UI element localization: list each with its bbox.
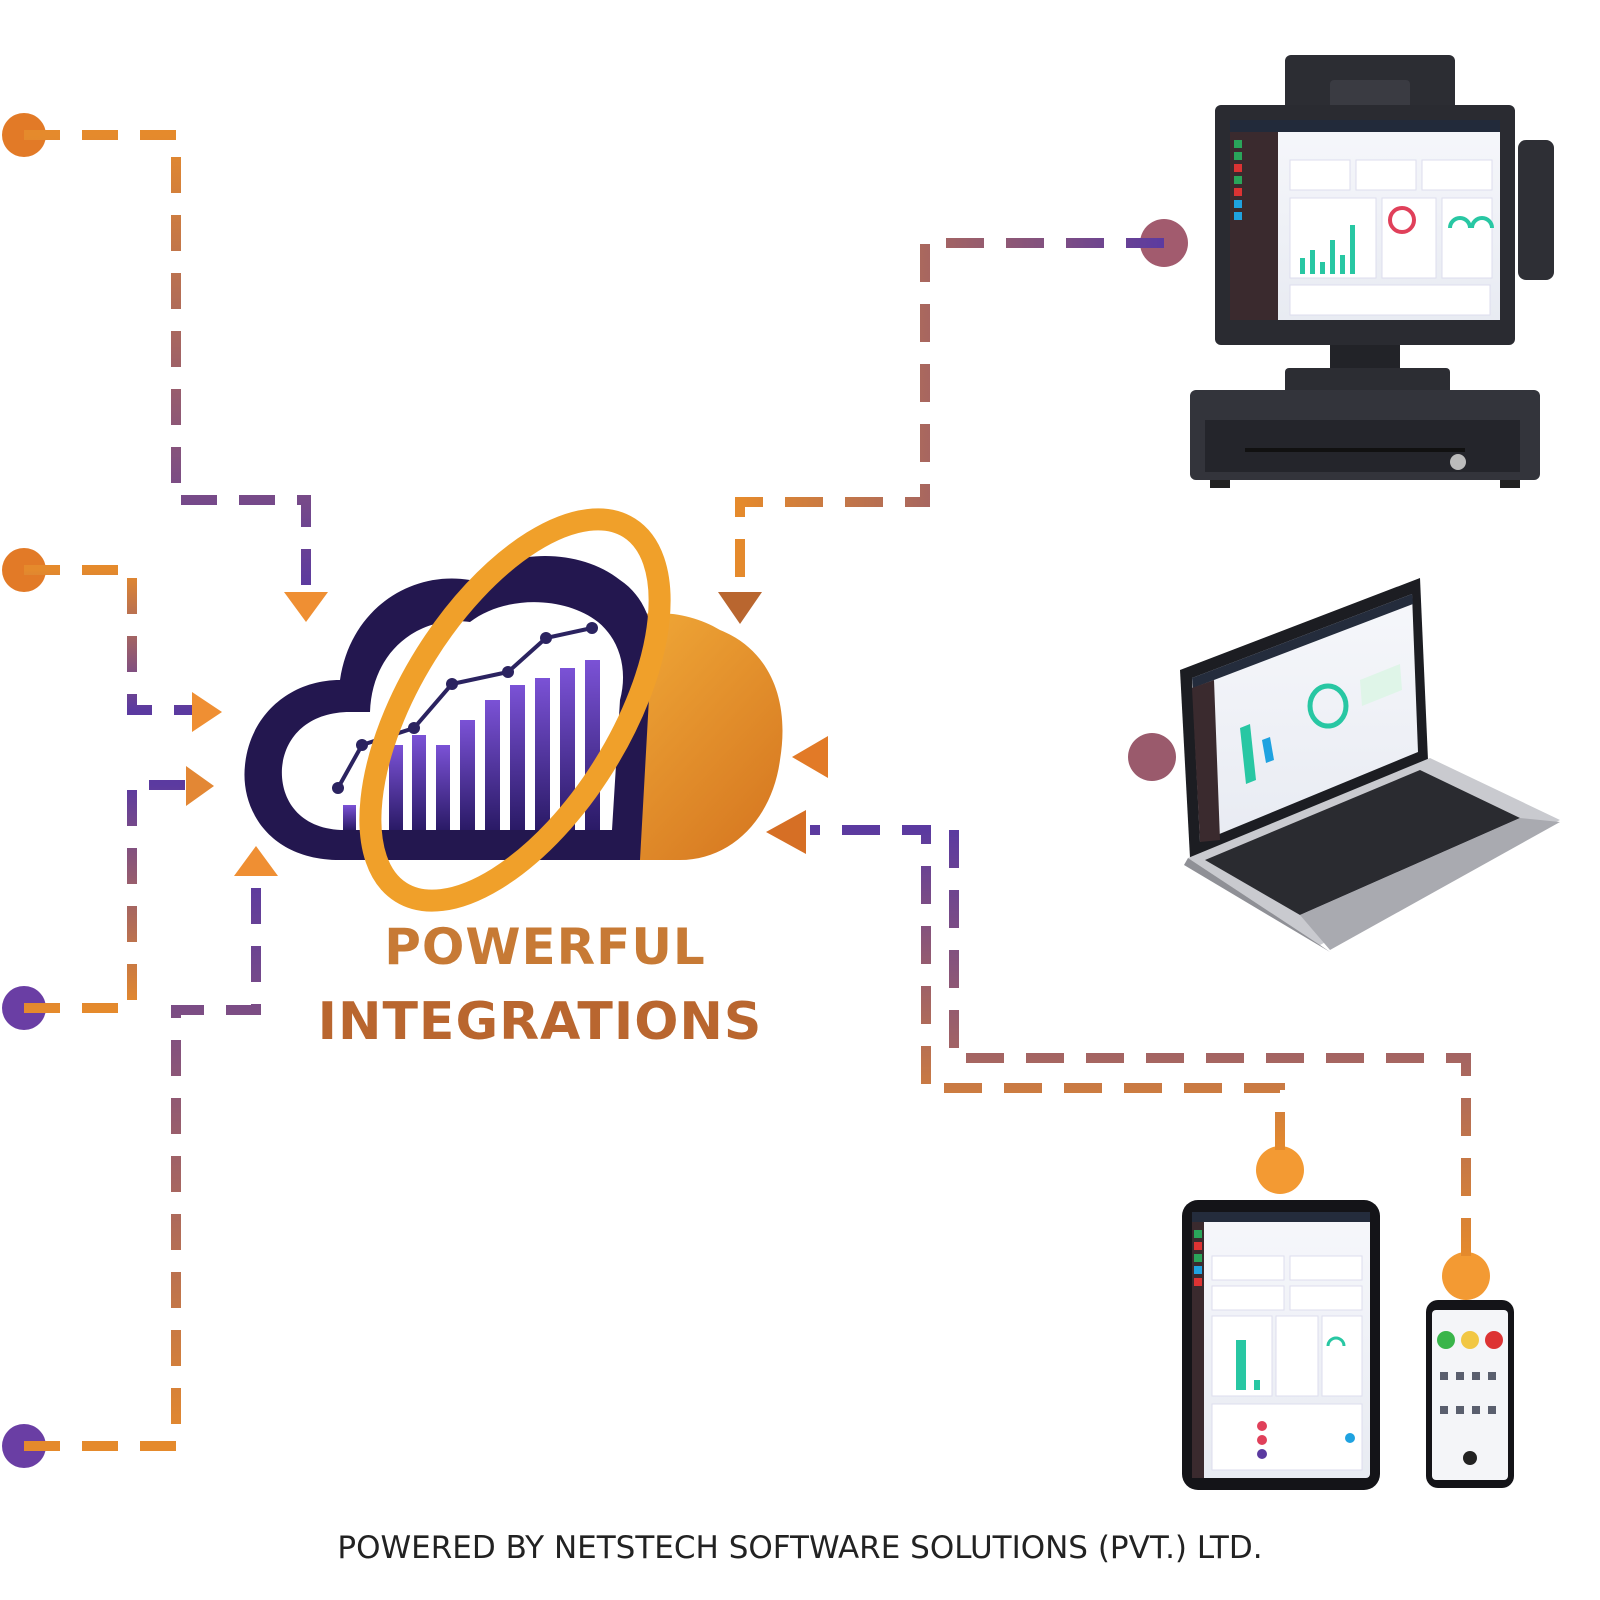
arrow-down-icon bbox=[284, 592, 328, 622]
connector-laptop bbox=[792, 733, 1176, 781]
cloud-analytics-icon bbox=[244, 508, 783, 912]
footer-credit: POWERED BY NETSTECH SOFTWARE SOLUTIONS (… bbox=[337, 1530, 1263, 1566]
connector-left-3 bbox=[2, 766, 214, 1030]
arrow-left-icon bbox=[792, 736, 828, 778]
connector-left-1 bbox=[2, 113, 328, 622]
right-connectors bbox=[718, 219, 1490, 1300]
arrow-down-icon bbox=[718, 592, 762, 624]
headline-line-1: POWERFUL bbox=[384, 918, 706, 976]
tablet-icon bbox=[1182, 1200, 1380, 1490]
connector-left-2 bbox=[2, 548, 222, 732]
connector-phone bbox=[766, 810, 1490, 1300]
node-dot bbox=[1256, 1146, 1304, 1194]
arrow-right-icon bbox=[186, 766, 214, 806]
arrow-left-icon bbox=[766, 810, 806, 854]
headline-line-2: INTEGRATIONS bbox=[317, 992, 763, 1052]
connector-tablet bbox=[810, 825, 1304, 1194]
arrow-right-icon bbox=[192, 692, 222, 732]
connector-left-4 bbox=[2, 846, 278, 1468]
pos-terminal-icon bbox=[1190, 55, 1554, 488]
node-dot bbox=[1442, 1252, 1490, 1300]
laptop-icon bbox=[1180, 578, 1560, 952]
smartphone-icon bbox=[1426, 1300, 1514, 1488]
left-connectors bbox=[2, 113, 328, 1468]
arrow-up-icon bbox=[234, 846, 278, 876]
connector-pos bbox=[718, 219, 1188, 624]
